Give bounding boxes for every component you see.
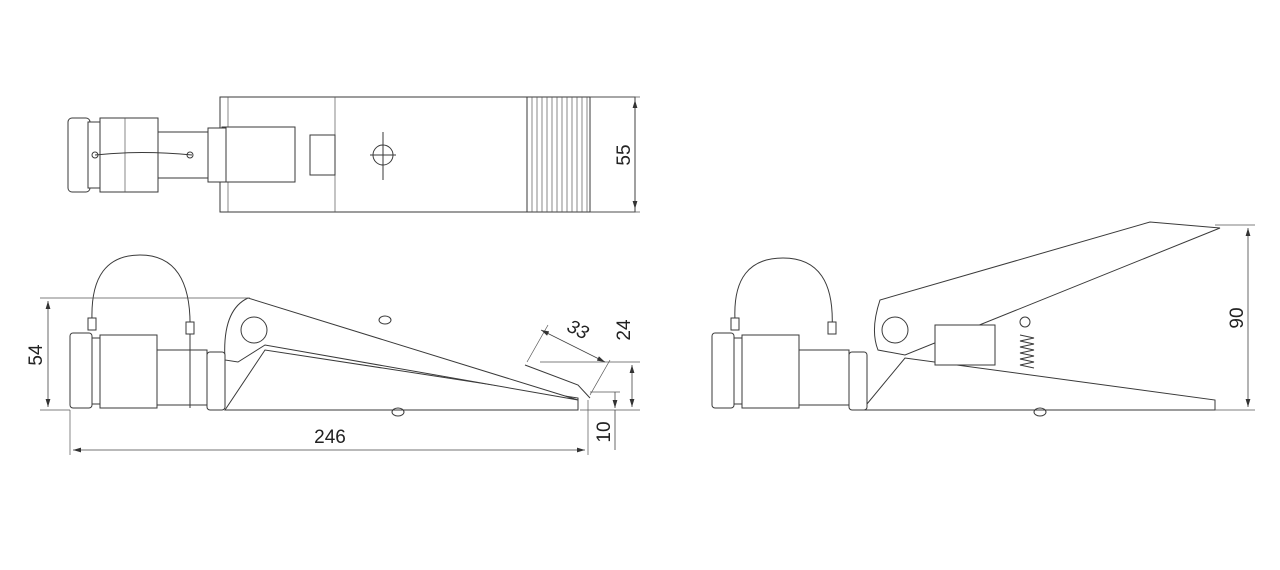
dimension-246: 246: [69, 400, 589, 455]
pedal-lever: [224, 297, 579, 401]
dimension-label: 55: [614, 144, 635, 165]
dimension-54: 54: [26, 297, 250, 411]
hinge-block: [221, 126, 296, 183]
dimension-label: 54: [26, 344, 47, 366]
tread-ribs: [526, 96, 591, 213]
dimension-90: 90: [1215, 224, 1255, 411]
spring-screw-icon: [370, 132, 396, 180]
side-view-closed: 54 246 24 10 33: [26, 254, 640, 455]
dimension-55: 55: [590, 96, 640, 213]
side-view-open: 90: [711, 221, 1255, 417]
connector-side-open: [711, 257, 868, 411]
dimension-label: 10: [594, 421, 615, 442]
top-view: 55: [67, 96, 640, 213]
dimension-33: 33: [526, 316, 611, 396]
pedal-lever-raised: [874, 221, 1221, 356]
dimension-10: 10: [590, 391, 620, 450]
spring-icon: [1019, 316, 1035, 369]
dimension-label: 33: [563, 316, 592, 345]
dimension-label: 90: [1227, 307, 1248, 328]
connector-top: [67, 117, 227, 193]
dimension-label: 24: [614, 319, 635, 341]
dimension-label: 246: [314, 427, 346, 448]
connector-side: [69, 254, 226, 411]
dimension-24: 24: [540, 319, 640, 411]
